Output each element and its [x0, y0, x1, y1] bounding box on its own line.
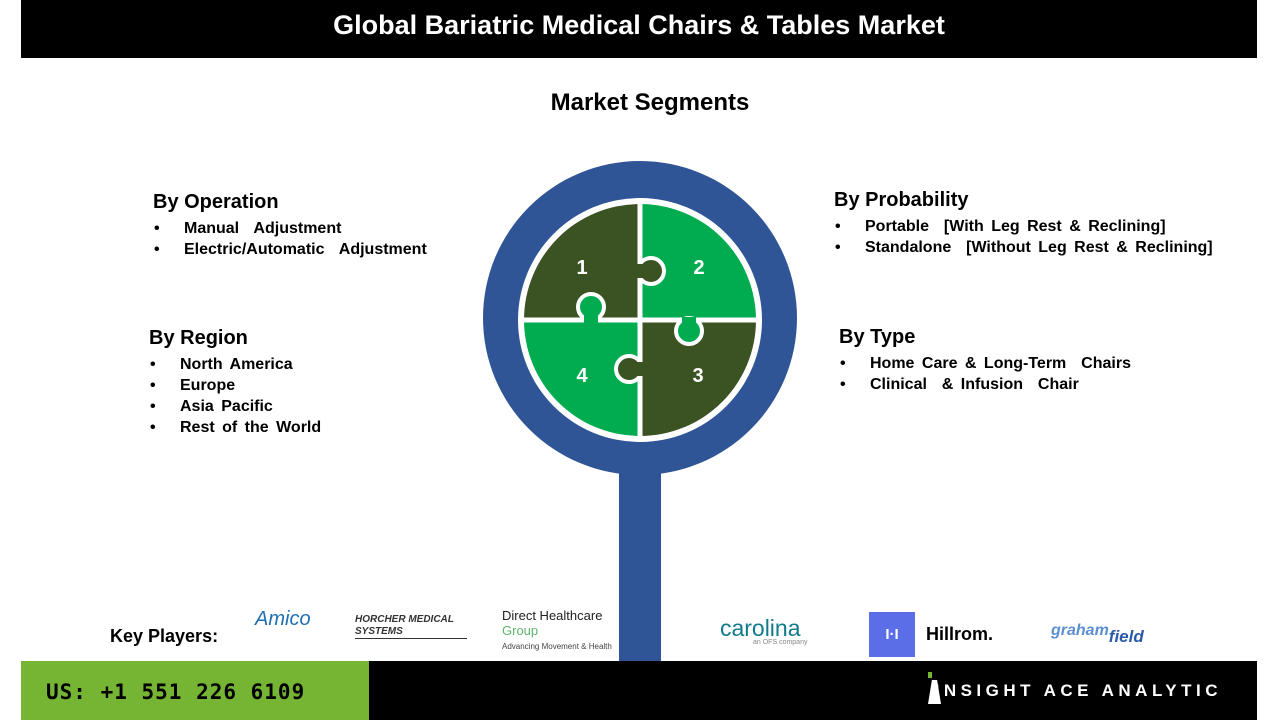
segment-item: North America — [149, 354, 321, 375]
segment-by-type: By Type Home Care & Long-Term ChairsClin… — [839, 326, 1131, 395]
section-subtitle: Market Segments — [550, 89, 750, 116]
logo-text: field — [1108, 627, 1144, 646]
segment-item: Home Care & Long-Term Chairs — [839, 353, 1131, 374]
puzzle-label-2: 2 — [693, 257, 704, 279]
segment-by-probability: By Probability Portable [With Leg Rest &… — [834, 189, 1213, 258]
logo-text: graham — [1051, 622, 1109, 639]
segment-item: Manual Adjustment — [153, 218, 427, 239]
logo-text: Advancing Movement & Health — [502, 642, 612, 651]
key-players-label: Key Players: — [110, 626, 219, 646]
puzzle-label-3: 3 — [692, 365, 703, 387]
carolina-logo: carolina an OFS company — [713, 615, 808, 647]
direct-healthcare-logo: Direct Healthcare Group Advancing Moveme… — [502, 608, 612, 651]
segment-heading: By Probability — [834, 189, 969, 211]
footer-bar — [369, 661, 1257, 720]
segment-by-operation: By Operation Manual AdjustmentElectric/A… — [153, 191, 427, 260]
segment-item: Clinical & Infusion Chair — [839, 374, 1131, 395]
hillrom-icon: I·I — [869, 612, 915, 657]
brand-logo-icon — [928, 672, 942, 704]
graham-field-logo: grahamfield — [1051, 620, 1144, 646]
logo-text: an OFS company — [753, 639, 808, 646]
segment-heading: By Operation — [153, 191, 279, 213]
contact-phone: US: +1 551 226 6109 — [21, 661, 369, 720]
segment-by-region: By Region North AmericaEuropeAsia Pacifi… — [149, 327, 321, 438]
segment-heading: By Type — [839, 326, 916, 348]
page-title: Global Bariatric Medical Chairs & Tables… — [21, 0, 1257, 58]
horcher-logo: HORCHER MEDICAL SYSTEMS — [355, 614, 467, 639]
puzzle-label-4: 4 — [576, 365, 588, 387]
hillrom-logo: Hillrom. — [926, 624, 994, 644]
logo-text: Direct Healthcare — [502, 608, 603, 623]
segment-item: Europe — [149, 375, 321, 396]
segment-item: Standalone [Without Leg Rest & Reclining… — [834, 237, 1213, 258]
segment-heading: By Region — [149, 327, 248, 349]
logo-text: Group — [502, 623, 539, 638]
segment-item: Rest of the World — [149, 417, 321, 438]
amico-logo: Amico — [255, 608, 311, 630]
logo-text: carolina — [719, 615, 801, 641]
magnifier-handle — [619, 470, 661, 661]
brand-name: INSIGHT ACE ANALYTIC — [934, 681, 1222, 700]
segment-item: Portable [With Leg Rest & Reclining] — [834, 216, 1213, 237]
segment-item: Asia Pacific — [149, 396, 321, 417]
segment-item: Electric/Automatic Adjustment — [153, 239, 427, 260]
puzzle-label-1: 1 — [576, 257, 587, 279]
